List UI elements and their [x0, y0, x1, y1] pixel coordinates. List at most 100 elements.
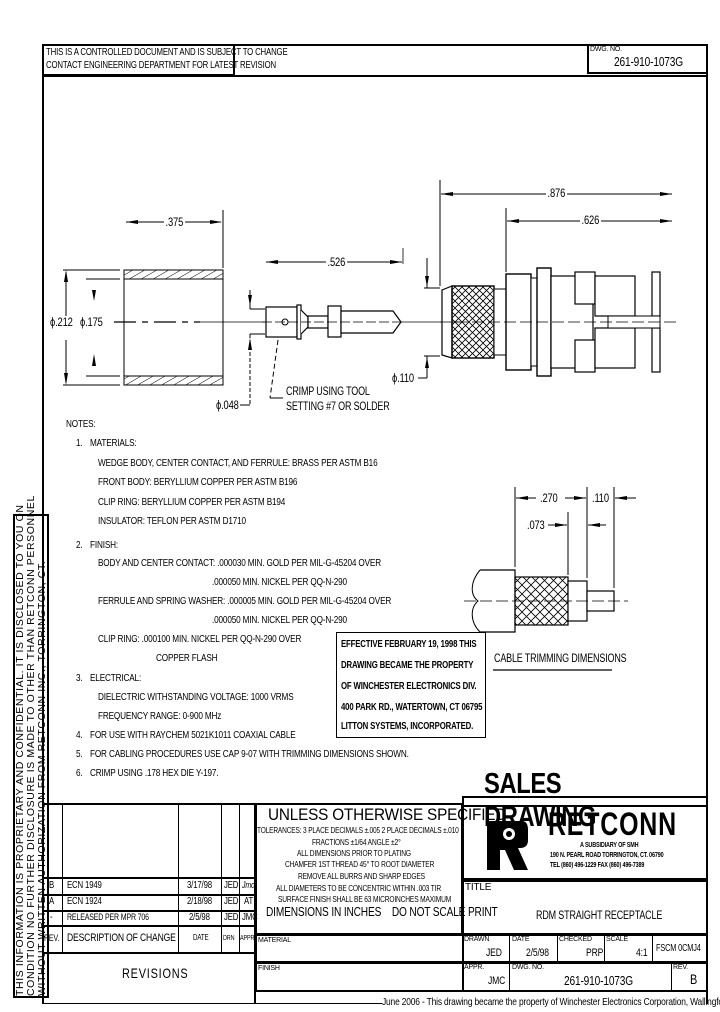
crimp-note-line1: CRIMP USING TOOL [286, 386, 370, 398]
tb-dwg-no: 261-910-1073G [564, 973, 634, 988]
drawn-label: DRAWN [464, 936, 490, 943]
rev-appr: JMC [242, 912, 258, 923]
cable-dim-b: .110 [592, 491, 609, 505]
company-subsidiary: A SUBSIDIARY OF SMH [580, 842, 639, 849]
rev-date: 2/18/98 [187, 896, 212, 907]
rev-drn: JED [224, 880, 239, 891]
tb-divider [671, 962, 672, 992]
stamp-line4: 400 PARK RD., WATERTOWN, CT 06795 [341, 702, 483, 713]
note-6-title: CRIMP USING .178 HEX DIE Y-197. [90, 767, 219, 779]
note-1-line: CLIP RING: BERYLLIUM COPPER PER ASTM B19… [98, 496, 286, 508]
header-dwg-no-label: DWG. NO. [590, 46, 622, 53]
sales-drawing-title: SALES DRAWING [484, 768, 597, 833]
dim-ferrule-od: ϕ.212 [50, 315, 73, 329]
rev-header-rev: REV. [44, 933, 60, 943]
note-1-num: 1. [76, 437, 83, 449]
company-address: 190 N. PEARL ROAD TORRINGTON, CT. 06790 [550, 852, 664, 859]
note-3-num: 3. [76, 672, 83, 684]
note-2-line: .000050 MIN. NICKEL PER QQ-N-290 [212, 576, 347, 588]
ferrule-drawing [63, 210, 224, 386]
rev-row-line [42, 925, 256, 927]
scale-label: SCALE [606, 936, 628, 943]
rev-appr: AT [244, 896, 254, 907]
rev-date: 2/5/98 [189, 912, 210, 923]
finish-row [255, 962, 708, 992]
stamp-line3: OF WINCHESTER ELECTRONICS DIV. [341, 681, 477, 692]
tolerance-line: REMOVE ALL BURRS AND SHARP EDGES [298, 871, 425, 881]
tb-divider [462, 934, 464, 992]
rev-drn: JED [224, 912, 239, 923]
note-2-line: COPPER FLASH [156, 652, 218, 664]
appr-value: JMC [488, 975, 506, 987]
drawn-value: JED [486, 947, 502, 959]
dim-contact-length: .526 [326, 255, 347, 269]
rev-header-drn: DRN [223, 935, 235, 942]
stamp-line1: EFFECTIVE FEBRUARY 19, 1998 THIS [341, 639, 477, 650]
drawing-title: RDM STRAIGHT RECEPTACLE [536, 910, 663, 922]
title-box [462, 880, 708, 935]
tolerance-line: FRACTIONS ±1/64 ANGLE ±2° [312, 837, 401, 847]
note-2-line: BODY AND CENTER CONTACT: .000030 MIN. GO… [98, 557, 381, 569]
note-3-line: DIELECTRIC WITHSTANDING VOLTAGE: 1000 VR… [98, 691, 294, 703]
footer-note: June 2006 - This drawing became the prop… [382, 996, 720, 1008]
checked-label: CHECKED [559, 936, 592, 943]
rev-code: B [49, 880, 55, 891]
rev-row-line [42, 894, 256, 896]
dim-overall-length: .876 [546, 186, 567, 200]
rev-value: B [690, 971, 698, 987]
note-3-line: FREQUENCY RANGE: 0-900 MHz [98, 710, 222, 722]
receptacle-drawing [418, 180, 676, 379]
rev-header-date: DATE [193, 933, 209, 942]
retconn-logo-icon [487, 821, 528, 870]
crimp-note-line2: SETTING #7 OR SOLDER [286, 401, 390, 413]
rev-row-line [42, 877, 256, 879]
rev-code: - [50, 912, 53, 923]
tolerance-line: ALL DIAMETERS TO BE CONCENTRIC WITHIN .0… [276, 883, 441, 893]
stamp-line2: DRAWING BECAME THE PROPERTY [341, 660, 474, 671]
dim-receptacle-dia: ϕ.110 [392, 371, 414, 385]
drawing-border [42, 44, 708, 1004]
dim-ferrule-length: .375 [164, 215, 185, 229]
stamp-line5: LITTON SYSTEMS, INCORPORATED. [341, 721, 474, 732]
note-4-title: FOR USE WITH RAYCHEM 5021K1011 COAXIAL C… [90, 729, 296, 741]
tb-divider [509, 934, 510, 992]
revisions-table [42, 803, 256, 1004]
rev-code: A [49, 896, 55, 907]
sales-drawing-box [462, 796, 708, 880]
checked-value: PRP [586, 947, 604, 959]
rev-row-line [42, 910, 256, 912]
cable-dim-c: .073 [527, 518, 545, 532]
scale-value: 4:1 [636, 947, 648, 959]
rev-header-appr: APPR [240, 935, 255, 942]
tolerance-line: ALL DIMENSIONS PRIOR TO PLATING [297, 848, 411, 858]
rev-appr: Jmc [242, 880, 255, 890]
tb-dwg-no-label: DWG. NO. [512, 964, 544, 971]
finish-label: FINISH [258, 965, 280, 972]
appr-label: APPR. [464, 964, 485, 971]
header-rule [42, 75, 708, 77]
title-label: TITLE [465, 882, 492, 893]
header-dwg-no-box [587, 44, 708, 74]
side-notice-box [13, 514, 49, 998]
note-5-title: FOR CABLING PROCEDURES USE CAP 9-07 WITH… [90, 748, 409, 760]
property-stamp: EFFECTIVE FEBRUARY 19, 1998 THIS DRAWING… [336, 632, 486, 738]
rev-row-line [42, 952, 256, 954]
tolerance-heading: UNLESS OTHERWISE SPECIFIED [268, 805, 507, 824]
rev-date: 3/17/98 [187, 880, 212, 891]
note-1-title: MATERIALS: [90, 437, 137, 449]
tolerance-footer: DIMENSIONS IN INCHES DO NOT SCALE PRINT [266, 904, 498, 919]
rev-desc: ECN 1924 [67, 896, 102, 907]
note-2-line: CLIP RING: .000100 MIN. NICKEL PER QQ-N-… [98, 633, 302, 645]
material-label: MATERIAL [258, 937, 291, 944]
control-notice-line2: CONTACT ENGINEERING DEPARTMENT FOR LATES… [46, 60, 276, 71]
cable-trim-drawing [464, 487, 636, 671]
tb-divider [604, 934, 605, 963]
tolerance-line: SURFACE FINISH SHALL BE 63 MICROINCHES M… [278, 894, 452, 904]
rev-desc: ECN 1949 [67, 880, 102, 891]
note-6-num: 6. [76, 767, 83, 779]
rev-drn: JED [224, 896, 239, 907]
note-4-num: 4. [76, 729, 83, 741]
control-notice-line1: THIS IS A CONTROLLED DOCUMENT AND IS SUB… [46, 47, 288, 58]
date-label: DATE [512, 936, 530, 943]
